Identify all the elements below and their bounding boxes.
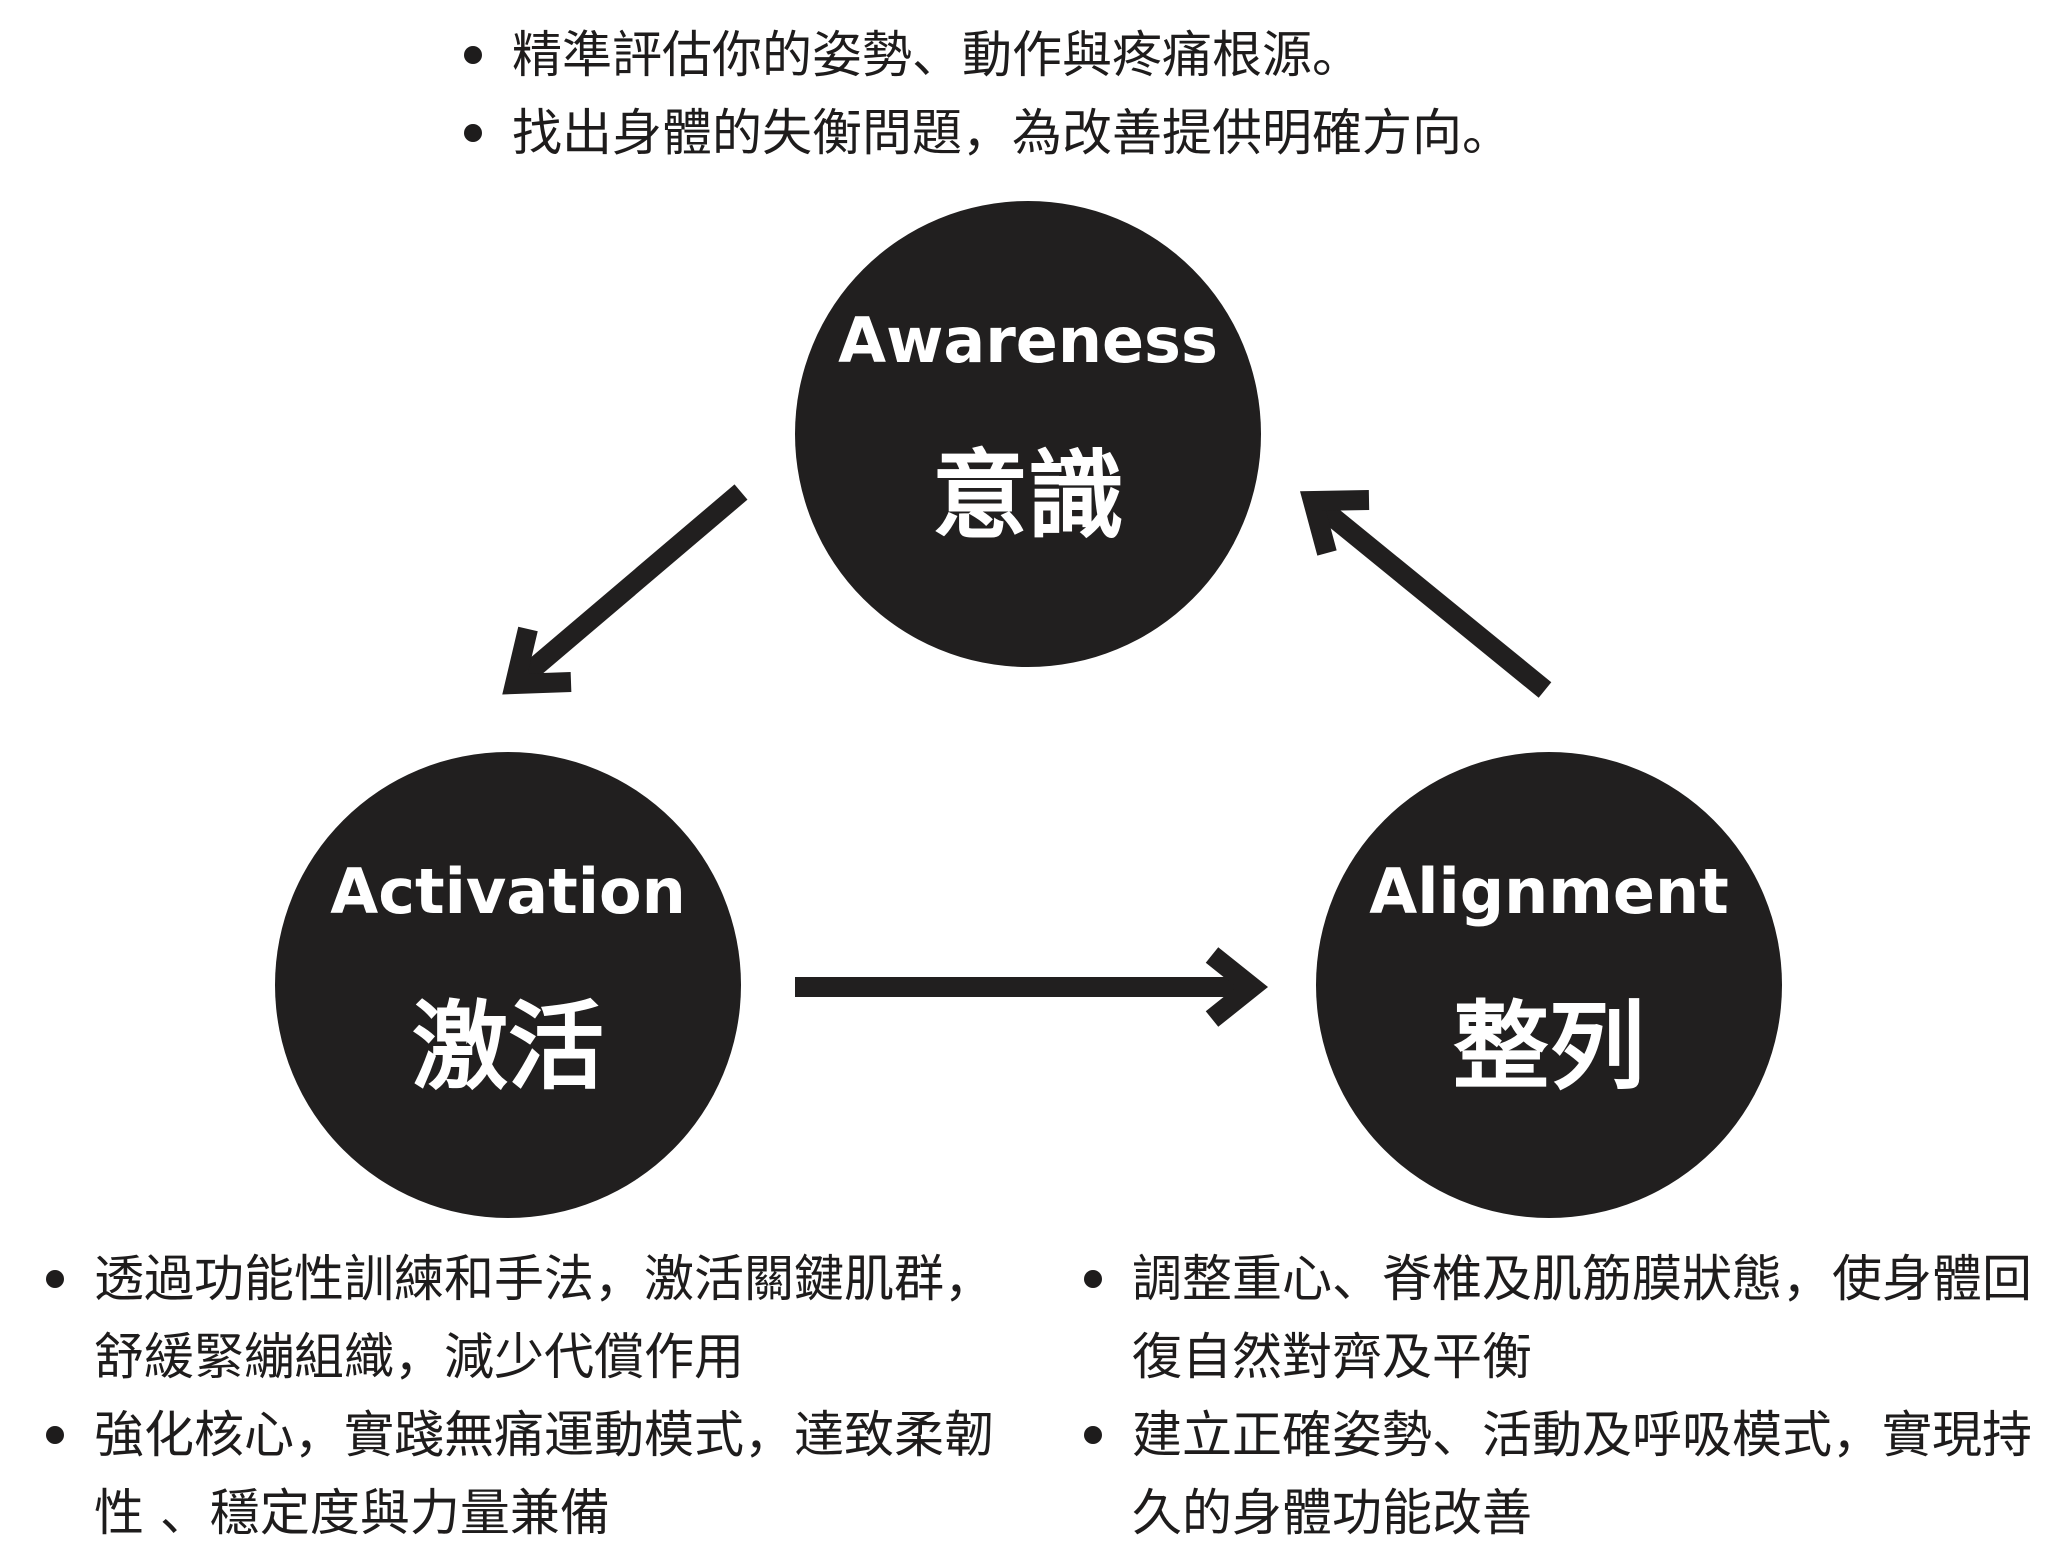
alignment-title-zh: 整列	[1453, 991, 1645, 1103]
activation-node: Activation 激活	[275, 752, 741, 1218]
awareness-title-en: Awareness	[838, 304, 1218, 377]
activation-note-2: 強化核心，實踐無痛運動模式，達致柔韌性 、穩定度與力量兼備	[42, 1396, 1042, 1552]
alignment-title-en: Alignment	[1369, 855, 1729, 928]
alignment-node: Alignment 整列	[1316, 752, 1782, 1218]
awareness-note-2: 找出身體的失衡問題，為改善提供明確方向。	[460, 94, 1512, 172]
activation-notes: 透過功能性訓練和手法，激活關鍵肌群， 舒緩緊繃組織，減少代償作用 強化核心，實踐…	[42, 1240, 1042, 1552]
alignment-notes: 調整重心、脊椎及肌筋膜狀態，使身體回復自然對齊及平衡 建立正確姿勢、活動及呼吸模…	[1080, 1240, 2040, 1552]
alignment-note-2: 建立正確姿勢、活動及呼吸模式，實現持久的身體功能改善	[1080, 1396, 2040, 1552]
awareness-node: Awareness 意識	[795, 201, 1261, 667]
awareness-title-zh: 意識	[932, 440, 1124, 552]
arrow-awareness-to-activation	[502, 484, 748, 695]
alignment-note-1: 調整重心、脊椎及肌筋膜狀態，使身體回復自然對齊及平衡	[1080, 1240, 2040, 1396]
activation-title-en: Activation	[330, 855, 686, 928]
activation-title-zh: 激活	[412, 991, 604, 1103]
arrow-alignment-to-awareness	[1300, 490, 1552, 698]
awareness-notes: 精準評估你的姿勢、動作與疼痛根源。 找出身體的失衡問題，為改善提供明確方向。	[460, 16, 1512, 172]
activation-note-1: 透過功能性訓練和手法，激活關鍵肌群， 舒緩緊繃組織，減少代償作用	[42, 1240, 1042, 1396]
arrow-activation-to-alignment	[795, 947, 1269, 1027]
awareness-note-1: 精準評估你的姿勢、動作與疼痛根源。	[460, 16, 1512, 94]
